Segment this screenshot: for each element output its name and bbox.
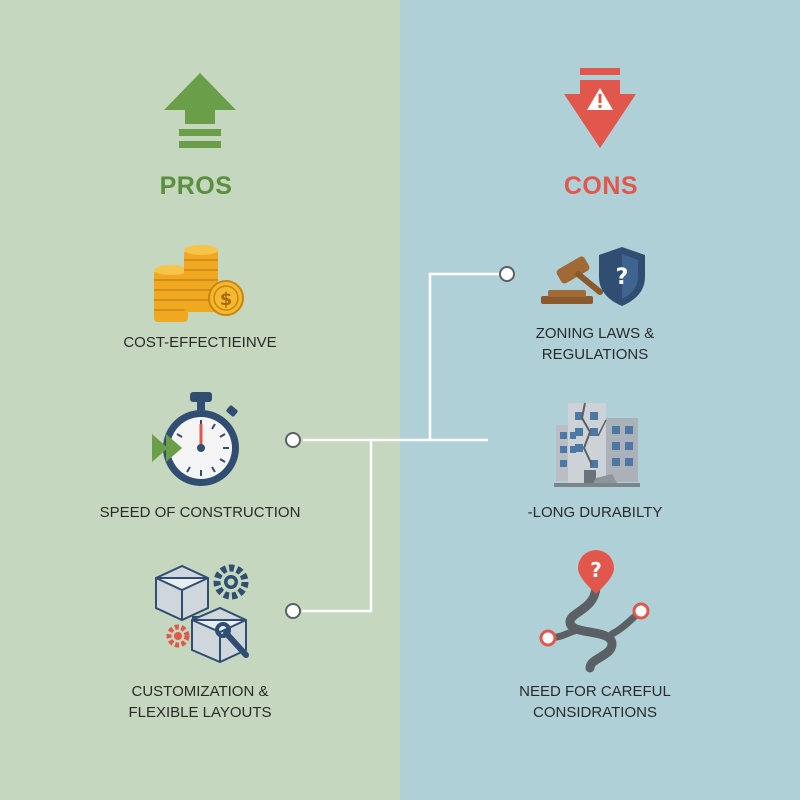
connector-nodes [285,266,515,619]
pros-item-cost-label: COST-EFFECTIEINVE [123,334,277,351]
coin-stack-icon: $ [154,245,244,322]
svg-text:?: ? [616,265,629,290]
cons-item-considerations-label: NEED FOR CAREFUL CONSIDRATIONS [519,683,671,721]
down-arrow-warning-icon [564,68,636,148]
pros-item-speed-label: SPEED OF CONSTRUCTION [99,504,301,521]
connector-line-upper [428,272,500,440]
cons-heading: CONS [563,172,639,200]
connector-lines [302,272,500,613]
gavel-shield-icon: ? [541,247,645,306]
pros-heading: PROS [159,172,233,200]
pros-item-customization-label: CUSTOMIZATION & FLEXIBLE LAYOUTS [128,683,272,721]
winding-path-question-icon: ? [539,550,650,673]
up-arrow-icon [164,73,236,148]
svg-text:$: $ [220,289,233,310]
stopwatch-icon [152,392,239,486]
connector-node-zoning [499,266,515,282]
connector-line-lower [302,440,373,613]
cons-item-durability-label: -LONG DURABILTY [527,504,663,521]
connector-node-speed [285,432,301,448]
connector-node-customization [285,603,301,619]
modular-blocks-gears-icon [155,564,249,664]
svg-text:?: ? [590,558,602,582]
cracked-building-icon [554,402,640,487]
cons-item-zoning-label: ZONING LAWS & REGULATIONS [535,325,655,363]
